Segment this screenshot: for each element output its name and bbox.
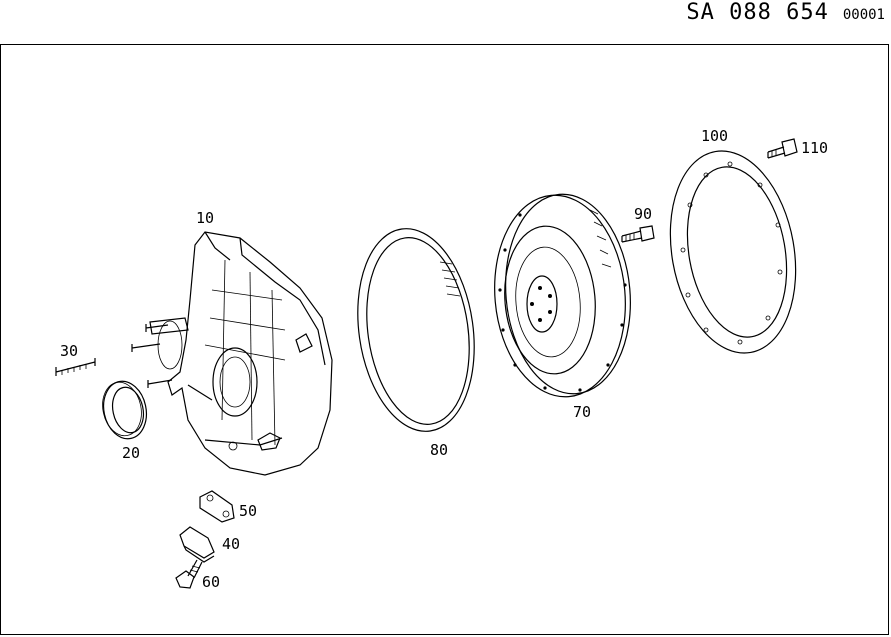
callout-50: 50 — [239, 502, 257, 520]
callout-100: 100 — [701, 127, 728, 145]
part-60-screw — [175, 559, 203, 589]
callout-80: 80 — [430, 441, 448, 459]
callout-10: 10 — [196, 209, 214, 227]
part-100-adapter-ring — [669, 150, 797, 354]
callout-30: 30 — [60, 342, 78, 360]
drawing-frame — [0, 44, 889, 635]
callout-20: 20 — [122, 444, 140, 462]
callout-60: 60 — [202, 573, 220, 591]
part-40-cover-plate — [179, 526, 215, 563]
part-110-bolt — [767, 138, 798, 159]
part-70-flywheel — [494, 193, 631, 398]
callout-70: 70 — [573, 403, 591, 421]
part-90-bolt — [621, 225, 655, 243]
part-80-gear-ring — [357, 228, 475, 432]
doc-sheet-number: 00001 — [842, 7, 885, 23]
callout-40: 40 — [222, 535, 240, 553]
part-30-studs — [55, 324, 173, 388]
part-50-gasket — [199, 490, 235, 523]
document-number: SA 088 654 00001 — [686, 0, 885, 25]
callout-110: 110 — [801, 139, 828, 157]
doc-number-main: SA 088 654 — [686, 0, 829, 25]
part-20-seal-ring — [102, 380, 148, 440]
callout-90: 90 — [634, 205, 652, 223]
part-10-flywheel-housing — [149, 231, 333, 476]
